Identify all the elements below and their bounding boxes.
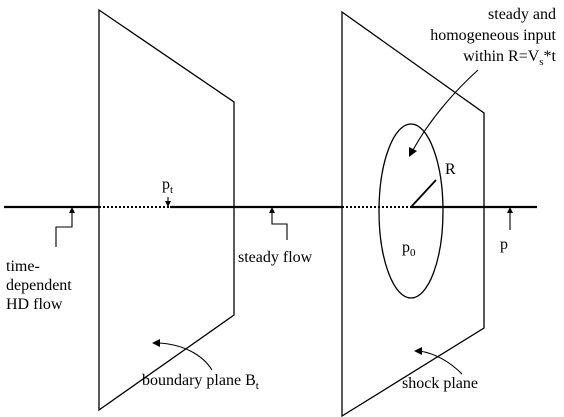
arrowhead-p — [507, 207, 513, 213]
arrowhead-steady-flow — [269, 207, 275, 213]
pointer-boundary — [157, 342, 213, 371]
arrowhead-input — [409, 147, 417, 157]
pointer-steady-flow — [271, 211, 288, 240]
input-label-line1: steady and — [488, 6, 556, 23]
steady-flow-label: steady flow — [238, 249, 313, 266]
pt-label: pt — [162, 176, 174, 197]
r-label: R — [445, 161, 456, 178]
pointer-shock — [419, 350, 463, 375]
input-label-line3: within R=Vs*t — [463, 48, 556, 69]
arrowhead-time-dependent — [69, 207, 75, 213]
boundary-plane — [98, 8, 235, 412]
arrowhead-pt — [165, 201, 171, 207]
radius-line — [410, 179, 437, 208]
input-region-ellipse — [378, 123, 444, 299]
input-label: steady and homogeneous input within R=Vs… — [430, 4, 556, 73]
pointer-input — [411, 69, 479, 153]
pointer-time-dependent — [55, 211, 73, 247]
shock-plane-label: shock plane — [402, 375, 478, 392]
time-dependent-label: time- dependent HD flow — [6, 258, 72, 313]
arrowhead-shock — [414, 347, 422, 355]
shock-plane — [341, 10, 485, 417]
p0-label: p0 — [402, 239, 416, 260]
input-label-line2: homogeneous input — [430, 27, 556, 44]
arrowhead-boundary — [152, 339, 160, 347]
p-label: p — [500, 236, 508, 253]
boundary-plane-label: boundary plane Bt — [142, 372, 259, 393]
